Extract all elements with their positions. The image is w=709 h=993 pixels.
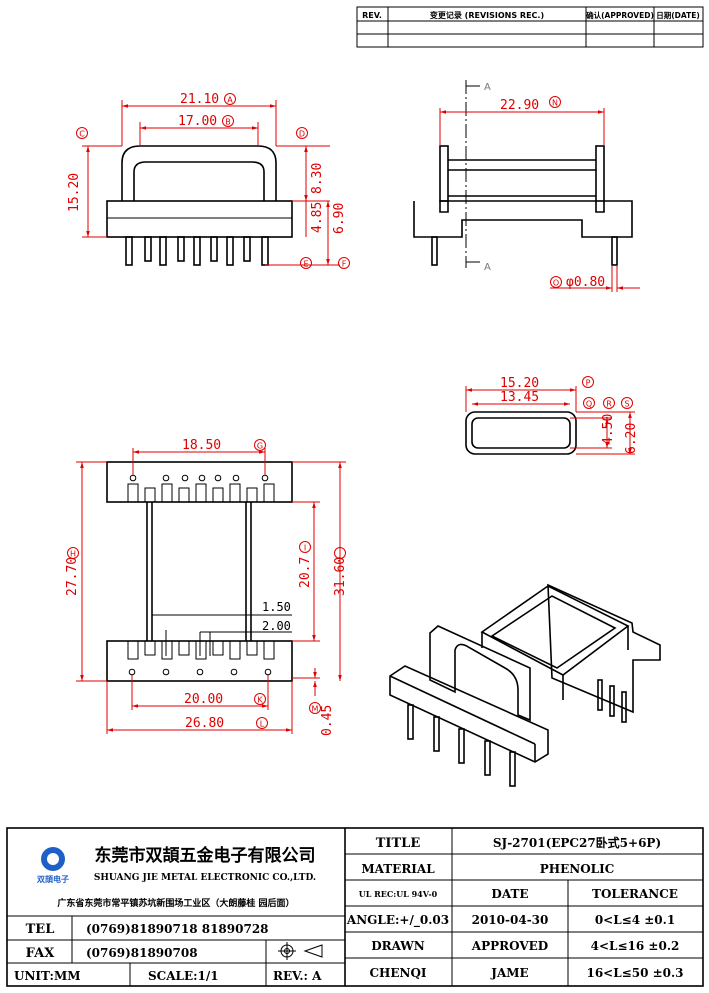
front-view: 21.10 17.00 15.20 8.30 4.85 6.90 A B C D…: [67, 92, 350, 269]
dim-section-h-6-20: 6.20: [624, 423, 639, 454]
dim-section-h-4-50: 4.50: [601, 414, 616, 445]
dim-front-height-c: 15.20: [67, 173, 82, 212]
drawn-label: DRAWN: [371, 939, 425, 953]
title-block: 双頡电子 东莞市双頡五金电子有限公司 SHUANG JIE METAL ELEC…: [6, 827, 704, 987]
ul-label: UL REC:UL 94V-0: [359, 889, 438, 899]
dim-bottom-len-j: 31.60: [333, 557, 348, 596]
dim-front-h-4-85: 4.85: [310, 202, 325, 233]
title-value: SJ-2701(EPC27卧式5+6P): [493, 835, 661, 850]
scale-label: SCALE:1/1: [148, 969, 219, 983]
dim-thk-m: 0.45: [320, 705, 335, 736]
marker-f: F: [342, 260, 347, 269]
front-markers: A B C D E F: [76, 93, 350, 269]
unit-label: UNIT:MM: [14, 969, 81, 983]
dim-gap-2-00: 2.00: [262, 619, 291, 633]
front-pins: [125, 236, 269, 266]
fax-label: FAX: [26, 946, 56, 961]
date-header: 日期(DATE): [656, 10, 700, 20]
dim-bottom-len-h: 27.70: [65, 557, 80, 596]
title-label: TITLE: [376, 836, 421, 851]
bottom-view: 18.50 G 27.70 H 20.7 I 31.60 J 1.50 2.00…: [65, 438, 348, 736]
angle-label: ANGLE:+/_0.03: [346, 913, 449, 928]
dim-front-width-b: 17.00: [178, 114, 217, 129]
marker-p: P: [586, 379, 591, 388]
rev-header: REV.: [362, 11, 382, 20]
dim-section-inner-q: 13.45: [500, 390, 539, 405]
dim-front-h-6-90: 6.90: [332, 203, 347, 234]
rev-label: REV.: A: [273, 969, 322, 983]
marker-e: E: [303, 260, 308, 269]
logo-text: 双頡电子: [37, 874, 69, 884]
fax-value: (0769)81890708: [86, 946, 198, 960]
drawn-name: CHENQI: [369, 966, 426, 980]
dim-bottom-span-g: 18.50: [182, 438, 221, 453]
change-header: 变更记录 (REVISIONS REC.): [430, 10, 544, 20]
dim-bottom-inner-i: 20.7: [298, 557, 313, 588]
dim-gap-1-50: 1.50: [262, 600, 291, 614]
lower-holes: [128, 668, 272, 676]
dim-front-width-a: 21.10: [180, 92, 219, 107]
approved-name: JAME: [490, 966, 528, 980]
date-label: DATE: [491, 887, 528, 901]
isometric-view: [389, 583, 661, 787]
dim-base-width-l: 26.80: [185, 716, 224, 731]
tolerance-2: 4<L≤16 ±0.2: [591, 939, 680, 953]
material-label: MATERIAL: [361, 862, 435, 876]
dim-section-outer-p: 15.20: [500, 376, 539, 391]
material-value: PHENOLIC: [540, 862, 615, 876]
section-view: 15.20 13.45 4.50 6.20 P Q R S: [465, 376, 639, 455]
marker-m: M: [312, 705, 319, 714]
dim-front-h-8-30: 8.30: [310, 163, 325, 194]
marker-g: G: [257, 442, 263, 451]
marker-o: O: [553, 279, 559, 288]
company-address: 广东省东莞市常平镇苏坑新围场工业区（大朗藤桂 园后面）: [57, 897, 294, 909]
marker-l: L: [260, 720, 265, 729]
marker-c: C: [79, 130, 85, 139]
projection-symbol-icon: [278, 942, 323, 960]
dim-pin-span-k: 20.00: [184, 692, 223, 707]
marker-d: D: [299, 130, 305, 139]
company-name-cn: 东莞市双頡五金电子有限公司: [95, 845, 316, 866]
approved-label: APPROVED: [471, 939, 548, 953]
marker-n: N: [552, 99, 558, 108]
dim-side-width-n: 22.90: [500, 98, 539, 113]
marker-i: I: [304, 544, 306, 553]
marker-k: K: [257, 696, 263, 705]
marker-s: S: [624, 400, 629, 409]
date-value: 2010-04-30: [472, 913, 549, 927]
marker-h: H: [70, 550, 76, 559]
marker-r: R: [606, 400, 612, 409]
section-label-bottom: A: [484, 262, 491, 273]
side-view: A A 22.90 N O φ0.80: [413, 80, 640, 292]
company-name-en: SHUANG JIE METAL ELECTRONIC CO.,LTD.: [94, 873, 316, 883]
tel-label: TEL: [26, 922, 55, 937]
marker-b: B: [225, 118, 231, 127]
approved-header: 确认(APPROVED): [586, 10, 654, 20]
marker-a: A: [227, 96, 233, 105]
dim-pin-dia-o: φ0.80: [566, 275, 605, 290]
tolerance-label: TOLERANCE: [592, 887, 678, 901]
tel-value: (0769)81890718 81890728: [86, 922, 269, 936]
revision-table: REV. 变更记录 (REVISIONS REC.) 确认(APPROVED) …: [356, 6, 704, 48]
section-label-top: A: [484, 82, 491, 93]
tolerance-3: 16<L≤50 ±0.3: [586, 966, 683, 980]
marker-q: Q: [586, 400, 592, 409]
upper-holes: [129, 474, 269, 482]
tolerance-1: 0<L≤4 ±0.1: [595, 913, 675, 927]
marker-j: J: [338, 550, 341, 559]
